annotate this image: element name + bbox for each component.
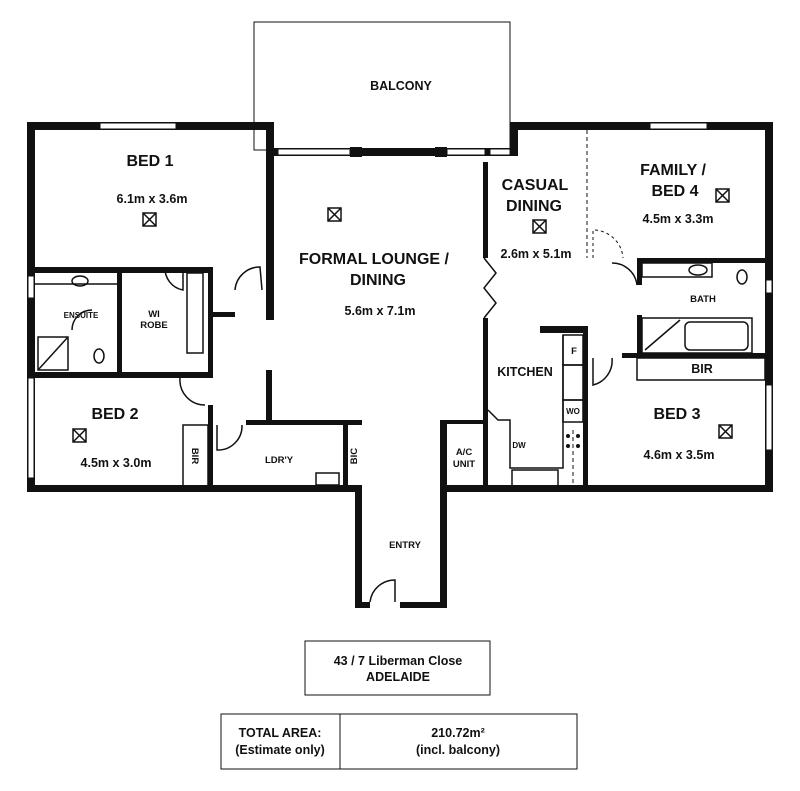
ac-label-1: A/C [456,447,473,458]
ac-label-2: UNIT [453,459,475,470]
wi-robe-label-1: WI [148,309,160,320]
casual-label-1: CASUAL [502,177,569,194]
bed1-label: BED 1 [126,153,173,170]
bed2-label: BED 2 [91,406,138,423]
casual-size: 2.6m x 5.1m [501,247,572,261]
lounge-size: 5.6m x 7.1m [345,304,416,318]
area-table: TOTAL AREA: (Estimate only) 210.72m² (in… [220,713,578,770]
bed3-label: BED 3 [653,406,700,423]
bath-label: BATH [690,294,716,305]
balcony-outline [253,21,511,151]
fridge-label: F [571,346,577,357]
bed1-size: 6.1m x 3.6m [117,192,188,206]
windows [27,122,773,479]
address-line-2: ADELAIDE [366,670,430,684]
room-labels: BALCONY BED 1 6.1m x 3.6m ENSUITE WI ROB… [64,79,716,551]
bir-left-label: BIR [189,448,200,465]
lounge-label-2: DINING [350,272,406,289]
area-estimate-note: (Estimate only) [235,743,325,757]
wall-oven-label: WO [566,407,580,416]
lounge-label-1: FORMAL LOUNGE / [299,251,449,268]
entry-label: ENTRY [389,540,422,551]
bed2-size: 4.5m x 3.0m [81,456,152,470]
area-label: TOTAL AREA: [239,726,322,740]
bic-label: BIC [349,448,360,465]
bed3-size: 4.6m x 3.5m [644,448,715,462]
family-label-1: FAMILY / [640,162,706,179]
address-box: 43 / 7 Liberman Close ADELAIDE [304,640,491,696]
fixtures [35,130,766,603]
ensuite-label: ENSUITE [64,311,99,320]
casual-label-2: DINING [506,198,562,215]
kitchen-label: KITCHEN [497,365,553,379]
laundry-label: LDR'Y [265,455,294,466]
family-label-2: BED 4 [651,183,698,200]
balcony-label: BALCONY [370,79,432,93]
dishwasher-label: DW [512,441,526,450]
family-size: 4.5m x 3.3m [643,212,714,226]
bir-right-label: BIR [691,362,713,376]
address-line-1: 43 / 7 Liberman Close [334,654,463,668]
area-balcony-note: (incl. balcony) [416,743,500,757]
area-value: 210.72m² [431,726,485,740]
wi-robe-label-2: ROBE [140,320,167,331]
